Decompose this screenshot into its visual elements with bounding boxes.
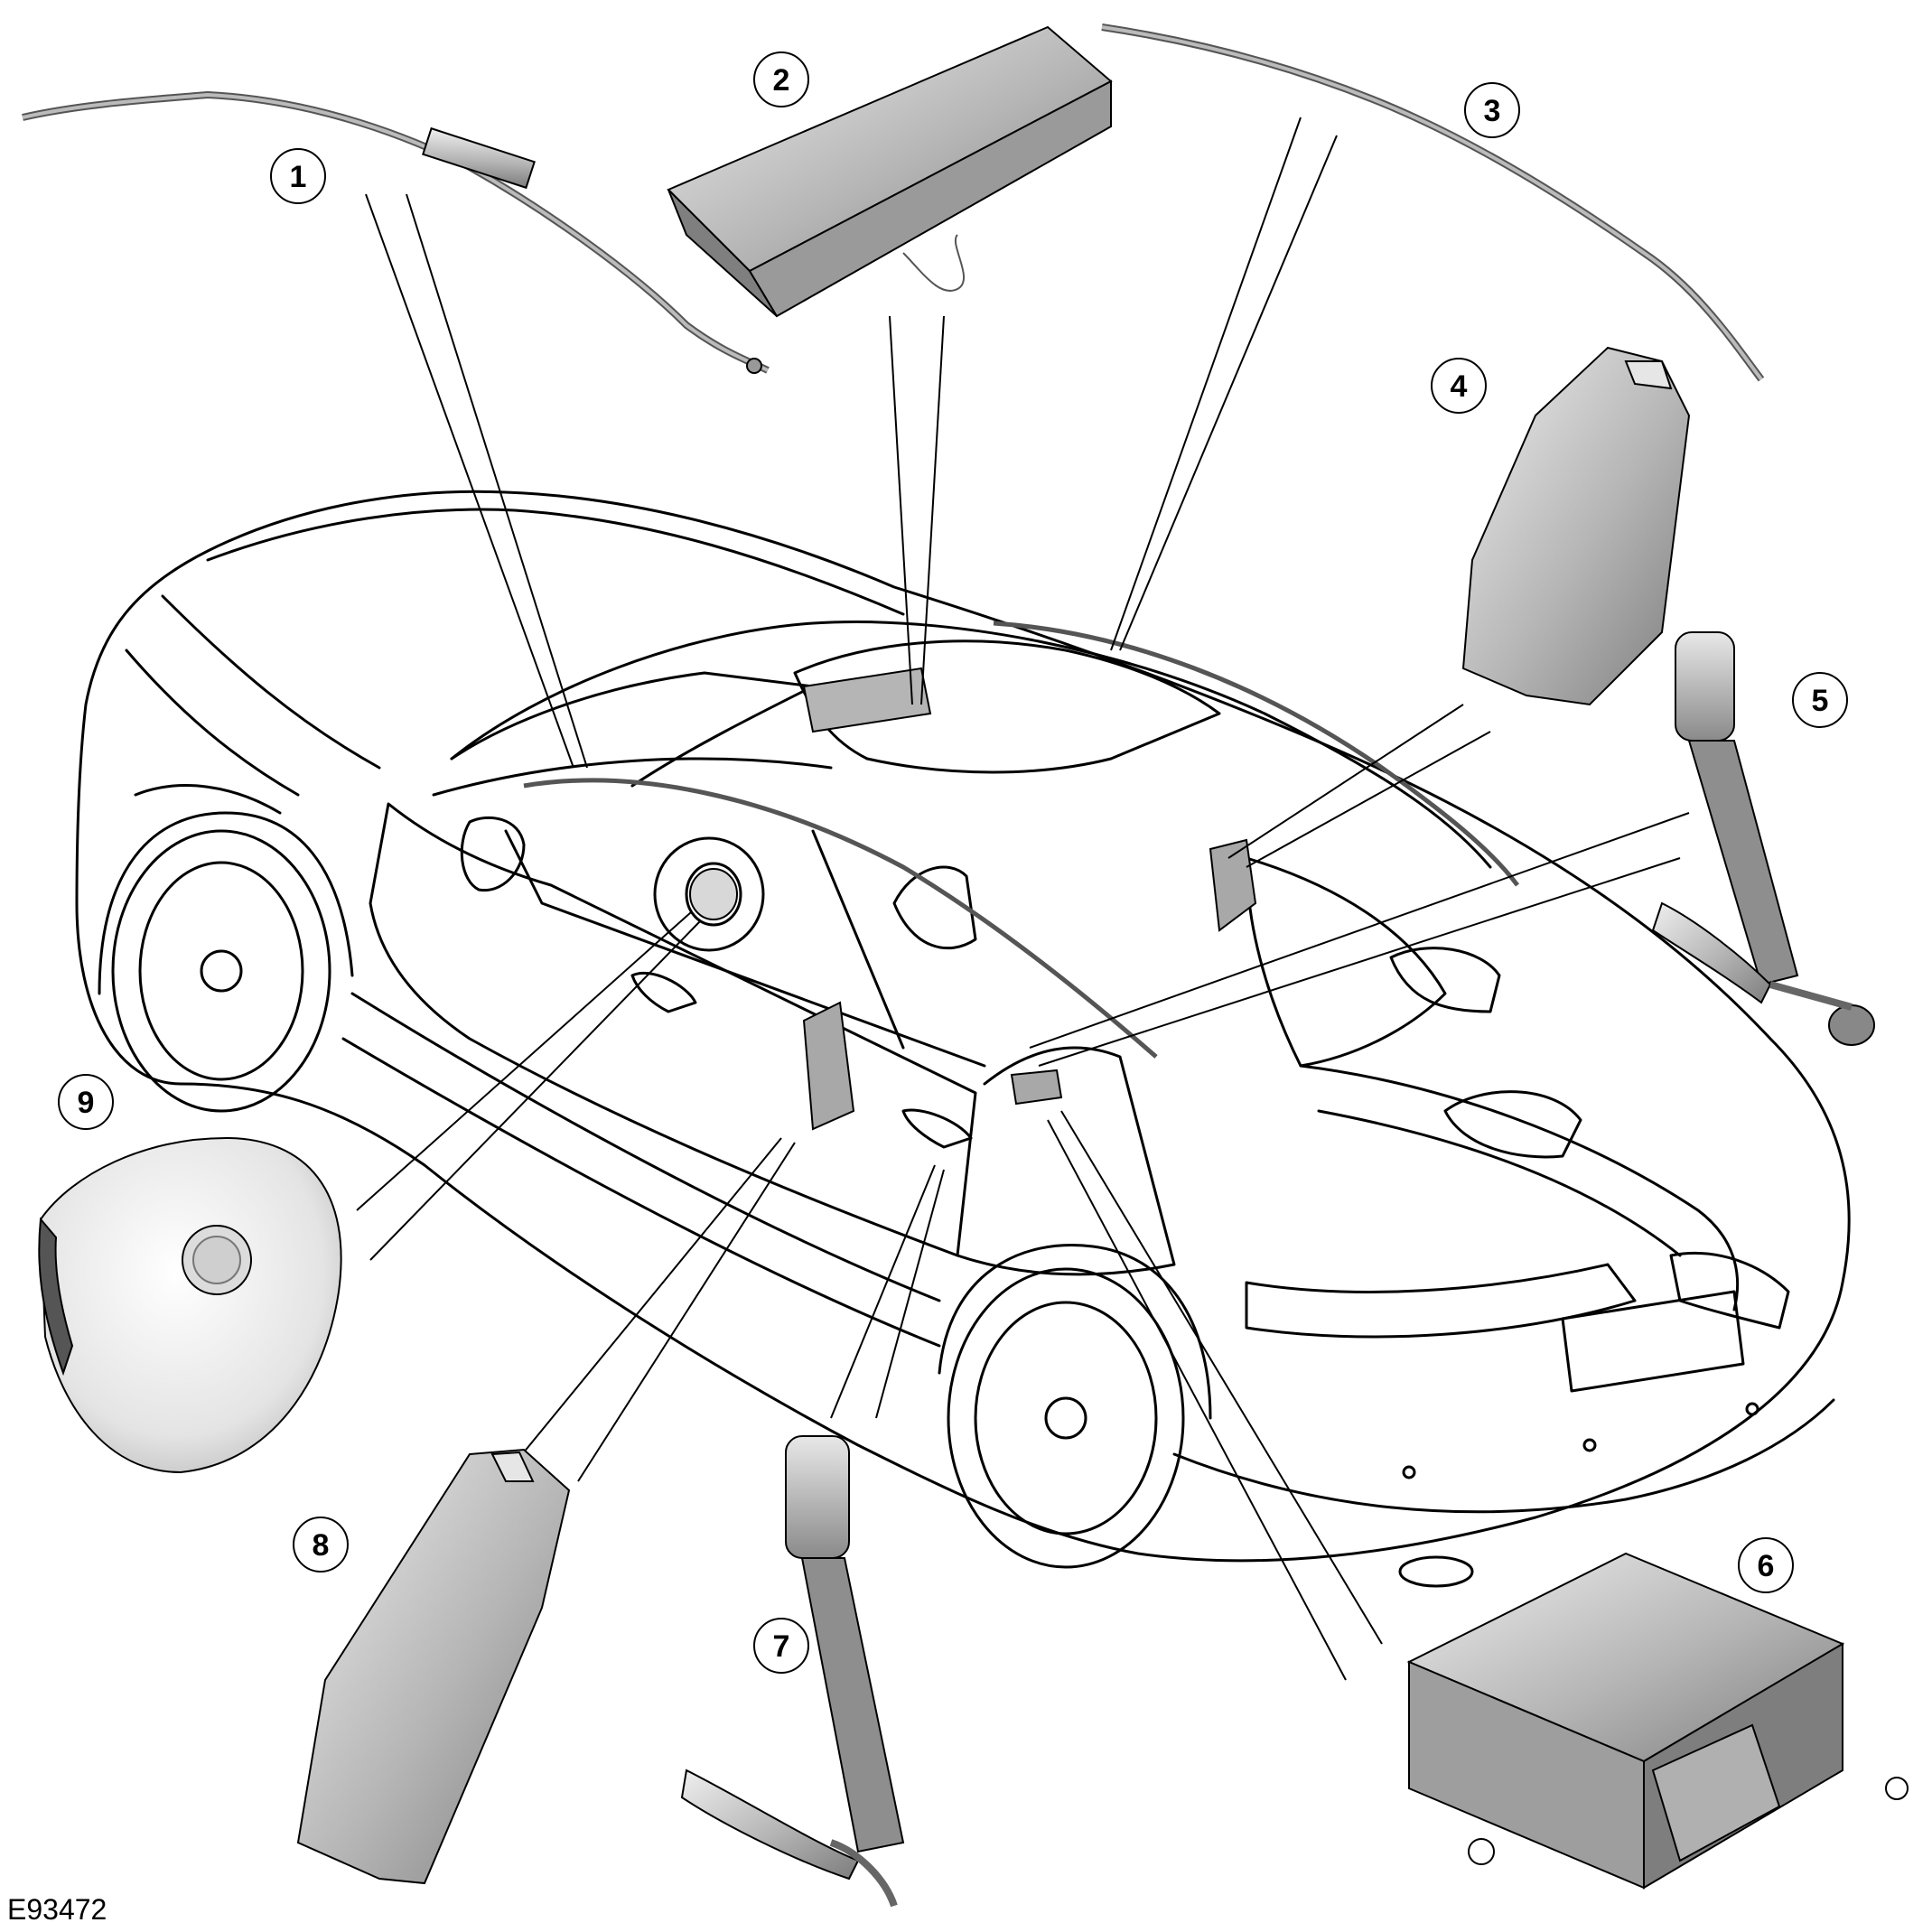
callout-1: 1 xyxy=(270,148,326,204)
side-airbag-rear xyxy=(1461,346,1691,706)
callout-5-label: 5 xyxy=(1812,684,1829,718)
leader-lines xyxy=(356,117,1690,1681)
vehicle-outline xyxy=(75,490,1851,1588)
callout-6: 6 xyxy=(1738,1537,1794,1593)
callout-4: 4 xyxy=(1431,358,1487,414)
callout-2: 2 xyxy=(753,51,809,107)
curtain-airbag-left xyxy=(22,90,770,374)
callout-9-label: 9 xyxy=(78,1086,95,1120)
callout-4-label: 4 xyxy=(1451,369,1468,404)
callout-7-label: 7 xyxy=(773,1629,790,1664)
installed-passenger-airbag xyxy=(802,667,932,733)
driver-airbag-module xyxy=(38,1136,342,1474)
callout-1-label: 1 xyxy=(290,160,307,194)
installed-curtain-airbag-left xyxy=(523,778,1158,1059)
callout-7: 7 xyxy=(753,1618,809,1674)
restraints-control-module xyxy=(1406,1552,1909,1890)
side-airbag-front xyxy=(296,1448,571,1885)
seatbelt-pretensioner-front xyxy=(680,1435,905,1908)
callout-6-label: 6 xyxy=(1758,1549,1775,1583)
curtain-airbag-right xyxy=(1101,23,1765,382)
seatbelt-pretensioner-rear xyxy=(1651,631,1875,1046)
callout-9: 9 xyxy=(58,1074,114,1130)
passenger-airbag-module xyxy=(667,25,1113,318)
installed-control-module xyxy=(1010,1069,1063,1106)
installed-curtain-airbag-right xyxy=(993,621,1519,887)
callout-3: 3 xyxy=(1464,82,1520,138)
installed-parts xyxy=(523,621,1519,1131)
callout-8: 8 xyxy=(293,1517,349,1573)
callout-5: 5 xyxy=(1792,672,1848,728)
installed-driver-airbag xyxy=(689,868,738,920)
callout-3-label: 3 xyxy=(1484,94,1501,128)
figure-id: E93472 xyxy=(7,1893,107,1926)
callout-8-label: 8 xyxy=(313,1528,330,1563)
installed-rear-side-airbag xyxy=(1209,838,1257,932)
callout-2-label: 2 xyxy=(773,63,790,98)
installed-front-side-airbag xyxy=(802,1001,855,1131)
